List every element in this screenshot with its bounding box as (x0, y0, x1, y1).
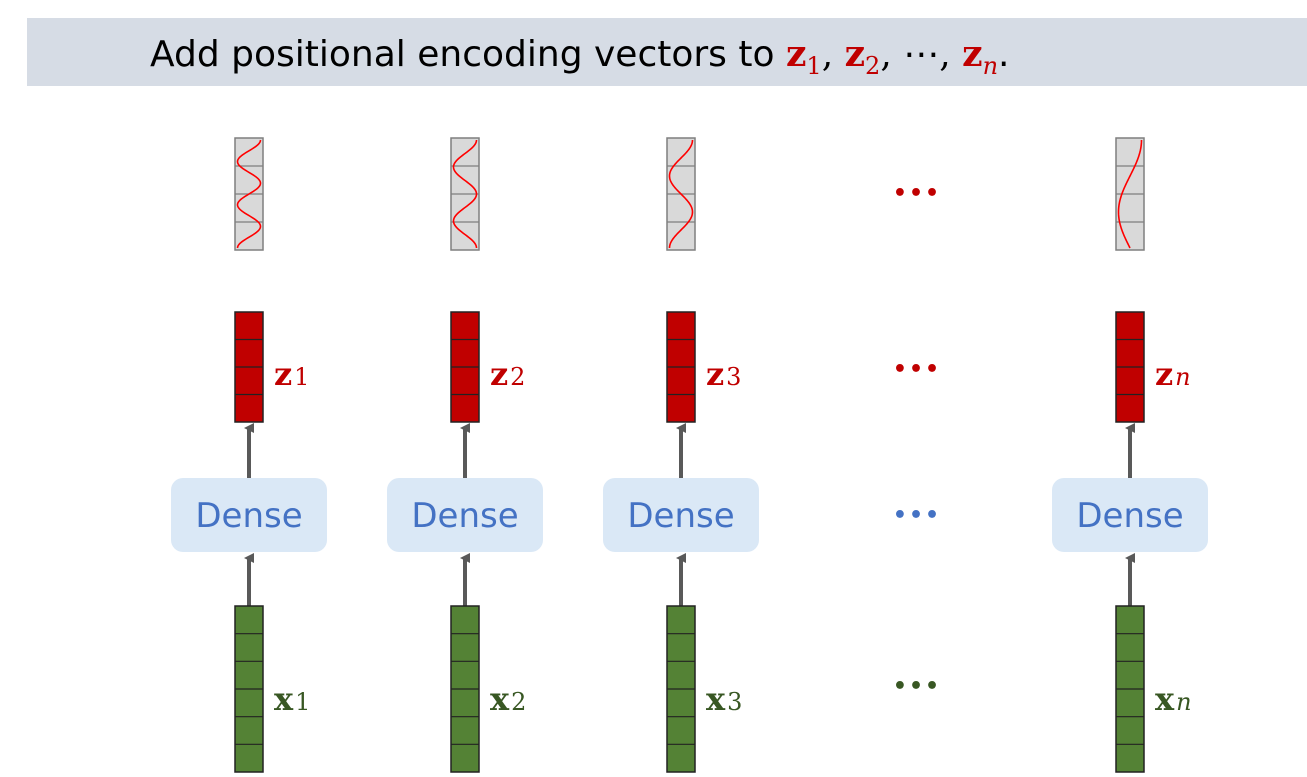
z-label-4: zn (1155, 355, 1191, 393)
dense-label: Dense (1076, 496, 1183, 536)
z-vector-4 (1115, 311, 1145, 423)
z-ellipsis: ••• (893, 357, 941, 382)
z-label-symbol: z (490, 355, 508, 393)
x-label-subscript: 1 (295, 688, 310, 716)
title-ellipsis: ⋯ (903, 34, 940, 75)
z-vector-2 (450, 311, 480, 423)
dense-box (171, 478, 327, 552)
x-label-3: x3 (706, 680, 742, 718)
z-label-3: z3 (706, 355, 741, 393)
x-vector-4 (1115, 605, 1145, 773)
z-label-subscript: n (1175, 363, 1190, 391)
title-z1-sub: 1 (806, 52, 822, 80)
dense-layer-1: Dense (171, 478, 327, 552)
x-vector-2 (450, 605, 480, 773)
x-ellipsis: ••• (893, 674, 941, 699)
z-label-symbol: z (274, 355, 292, 393)
dense-box (603, 478, 759, 552)
dense-ellipsis: ••• (893, 503, 941, 528)
x-label-subscript: 2 (511, 688, 526, 716)
dense-layer-3: Dense (603, 478, 759, 552)
dense-box (387, 478, 543, 552)
title-z2-symbol: z (844, 33, 866, 75)
pe-sine-wave (452, 139, 478, 249)
pe-sine-wave (236, 139, 262, 249)
z-label-2: z2 (490, 355, 525, 393)
dense-layer-4: Dense (1052, 478, 1208, 552)
z-label-symbol: z (1155, 355, 1173, 393)
x-label-subscript: 3 (727, 688, 742, 716)
x-label-subscript: n (1176, 688, 1191, 716)
x-label-symbol: x (490, 680, 510, 718)
pe-vector-3 (666, 137, 696, 251)
pe-vector-2 (450, 137, 480, 251)
z-label-subscript: 2 (510, 363, 525, 391)
z-label-symbol: z (706, 355, 724, 393)
pe-sine-wave (668, 139, 694, 249)
x-label-2: x2 (490, 680, 526, 718)
title-zn-symbol: z (962, 33, 983, 75)
title-suffix: . (998, 34, 1010, 75)
dense-box (1052, 478, 1208, 552)
x-vector-1 (234, 605, 264, 773)
x-vector-3 (666, 605, 696, 773)
x-label-symbol: x (1155, 680, 1175, 718)
z-label-subscript: 3 (726, 363, 741, 391)
pe-ellipsis: ••• (893, 181, 941, 206)
pe-sine-wave (1117, 139, 1143, 249)
dense-label: Dense (627, 496, 734, 536)
pe-vector-1 (234, 137, 264, 251)
z-vector-3 (666, 311, 696, 423)
z-vector-1 (234, 311, 264, 423)
x-label-symbol: x (706, 680, 726, 718)
x-label-4: xn (1155, 680, 1192, 718)
z-label-1: z1 (274, 355, 309, 393)
title-z2-sub: 2 (865, 52, 881, 80)
x-label-symbol: x (274, 680, 294, 718)
title-z1-symbol: z (785, 33, 807, 75)
title-prefix: Add positional encoding vectors to (150, 34, 786, 75)
z-label-subscript: 1 (294, 363, 309, 391)
x-label-1: x1 (274, 680, 310, 718)
slide-title: Add positional encoding vectors to z1, z… (150, 33, 1010, 80)
title-zn-sub: n (982, 52, 999, 80)
pe-vector-4 (1115, 137, 1145, 251)
title-banner (27, 18, 1307, 86)
dense-layer-2: Dense (387, 478, 543, 552)
dense-label: Dense (411, 496, 518, 536)
dense-label: Dense (195, 496, 302, 536)
